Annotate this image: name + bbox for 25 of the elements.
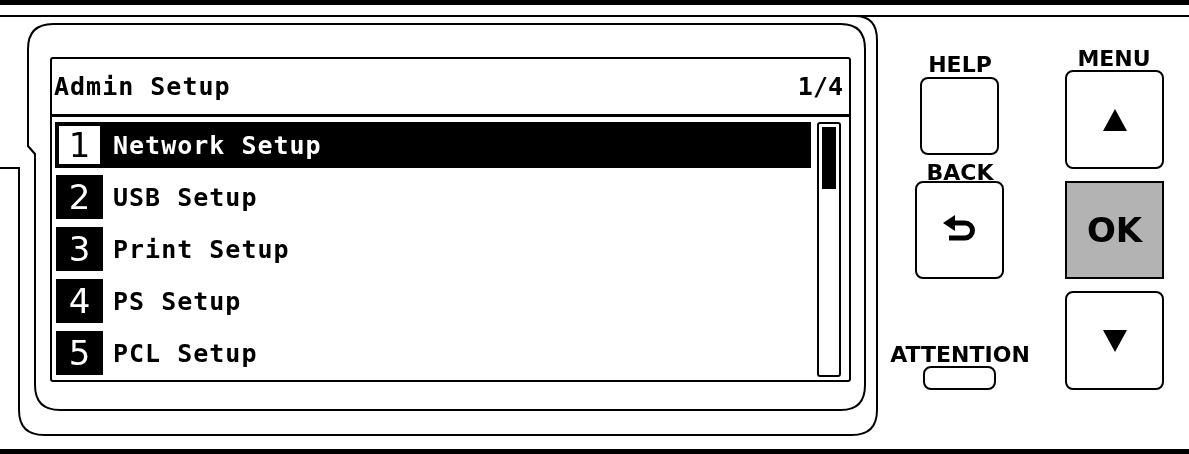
item-number: 2 <box>56 175 103 219</box>
button-label: HELP <box>928 54 992 76</box>
item-number: 1 <box>56 123 103 167</box>
button-text: OK <box>1086 213 1143 247</box>
lcd-screen <box>50 57 851 382</box>
button-label: ATTENTION <box>890 344 1030 366</box>
selected-menu-item <box>55 122 811 168</box>
down-button <box>1065 291 1164 390</box>
help-button <box>920 77 999 155</box>
item-label: USB Setup <box>113 184 258 210</box>
item-label: PCL Setup <box>113 340 258 366</box>
ok-button <box>1065 181 1164 279</box>
button-label: MENU <box>1077 48 1151 70</box>
item-number: 4 <box>56 279 103 323</box>
screen-title: Admin Setup <box>54 74 231 99</box>
up-button <box>1065 70 1164 169</box>
button-label: BACK <box>926 162 994 184</box>
back-button <box>915 181 1004 279</box>
item-label: PS Setup <box>113 288 242 314</box>
attention-lamp <box>923 366 996 390</box>
item-number: 5 <box>56 331 103 375</box>
item-label: Print Setup <box>113 236 290 262</box>
item-label: Network Setup <box>113 132 322 158</box>
page-indicator: 1/4 <box>797 74 843 99</box>
item-number: 3 <box>56 227 103 271</box>
